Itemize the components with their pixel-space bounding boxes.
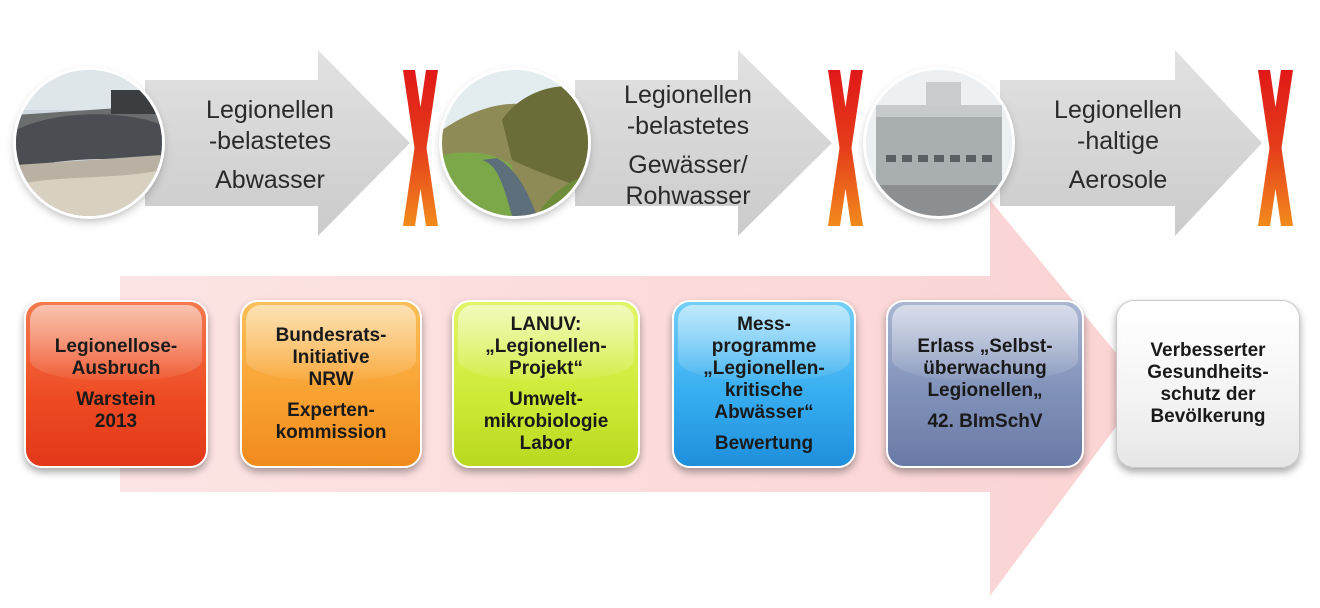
step-3-line-2: „Legionellen- [485,335,607,357]
flow-arrow-3-line-2: -haltige [1077,127,1159,155]
step-3-line-6: Labor [519,432,573,454]
flow-arrow-1-line-1: Legionellen [206,96,334,124]
red-x-mark-1 [403,70,438,226]
flow-arrow-2-line-1: Legionellen [624,81,752,109]
flow-arrow-1-shape [145,50,410,236]
step-1-line-3: Warstein [76,388,156,410]
step-5-line-1: Erlass „Selbst- [917,335,1053,357]
step-1-line-2: Ausbruch [71,357,161,379]
stream-photo [442,70,588,216]
step-box-6: Verbesserter Gesundheits- schutz der Bev… [1116,300,1300,468]
step-4-line-6: Bewertung [714,432,814,454]
step-3-line-5: mikrobiologie [483,410,609,432]
step-box-3: LANUV: „Legionellen- Projekt“ Umwelt- mi… [452,300,640,468]
red-x-mark-2 [828,70,863,226]
step-1-line-4: 2013 [94,410,138,432]
flow-arrow-1-line-2: -belastetes [208,127,332,155]
step-2-line-2: Initiative [292,346,370,368]
cooling-tower-photo [866,70,1012,216]
step-box-1: Legionellose- Ausbruch Warstein 2013 [24,300,208,468]
step-5-line-2: überwachung [923,357,1047,379]
flow-arrow-1-line-3: Abwasser [215,166,325,194]
step-6-line-4: Bevölkerung [1150,406,1266,427]
step-5-line-4: 42. BImSchV [927,410,1043,432]
flow-arrow-2-line-2: -belastetes [626,112,750,140]
step-4-line-5: Abwässer“ [714,401,814,423]
step-1-line-1: Legionellose- [54,335,178,357]
step-6-line-1: Verbesserter [1150,340,1266,361]
step-4-line-2: programme [711,335,817,357]
step-box-4: Mess- programme „Legionellen- kritische … [672,300,856,468]
flow-arrow-2-label: Legionellen -belastetes Gewässer/ Rohwas… [594,80,782,212]
step-2-line-5: kommission [275,421,387,443]
flow-arrow-2-shape [575,50,832,236]
flow-arrow-3-line-3: Aerosole [1068,166,1168,194]
wastewater-basin-photo [16,70,162,216]
flow-arrow-3-shape [1000,50,1262,236]
step-4-line-3: „Legionellen- [703,357,825,379]
step-3-line-1: LANUV: [510,313,582,335]
red-x-mark-3 [1258,70,1293,226]
step-2-line-3: NRW [308,368,354,390]
step-2-line-1: Bundesrats- [275,324,387,346]
step-5-line-3: Legionellen„ [927,379,1043,401]
flow-arrow-1-label: Legionellen -belastetes Abwasser [172,95,368,196]
flow-arrow-2-line-3: Gewässer/ [628,151,748,179]
step-2-line-4: Experten- [287,399,375,421]
step-box-2: Bundesrats- Initiative NRW Experten- kom… [240,300,422,468]
flow-arrow-3-line-1: Legionellen [1054,96,1182,124]
step-6-line-2: Gesundheits- [1147,362,1269,383]
step-4-line-4: kritische [724,379,804,401]
flow-arrow-2-line-4: Rohwasser [625,182,751,210]
step-3-line-4: Umwelt- [509,388,583,410]
flow-arrow-3-label: Legionellen -haltige Aerosole [1024,95,1212,196]
step-box-5: Erlass „Selbst- überwachung Legionellen„… [886,300,1084,468]
step-6-line-3: schutz der [1160,384,1256,405]
step-4-line-1: Mess- [737,313,791,335]
step-3-line-3: Projekt“ [509,357,583,379]
